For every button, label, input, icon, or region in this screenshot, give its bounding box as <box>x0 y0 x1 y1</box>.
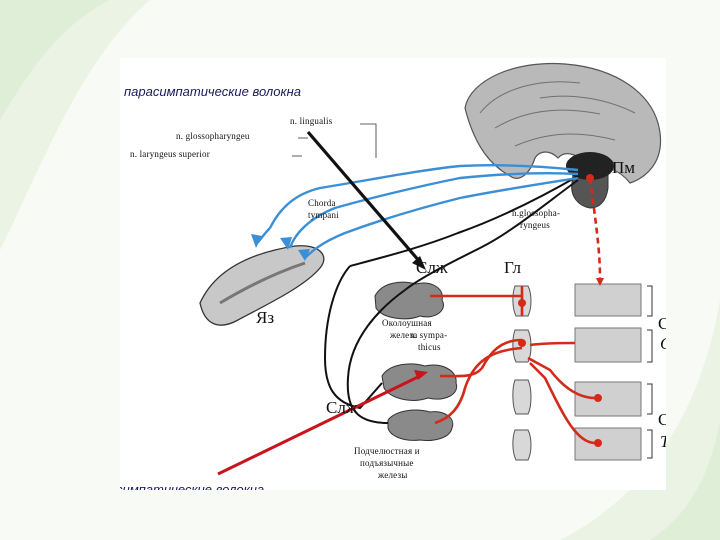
pointer-arrow-black <box>306 130 426 270</box>
label-n-laryngeus-superior: n. laryngeus superior <box>130 149 210 159</box>
spinal-cord-segments <box>574 283 642 461</box>
innervation-diagram <box>199 62 662 476</box>
sublingual-gland <box>387 409 454 441</box>
diagram-panel: парасимпатические волокна симпатические … <box>120 58 666 490</box>
nerve-pathways-black <box>323 175 579 424</box>
label-n-glossopharyngeus-2b: ryngeus <box>520 220 550 230</box>
label-n-glossopharyngeus: n. glossopharyngeu <box>176 131 250 141</box>
label-gl: Гл <box>504 258 522 277</box>
label-chorda: Chorda <box>308 198 336 208</box>
submandibular-gland <box>381 363 458 401</box>
label-c-segment: C <box>660 334 666 354</box>
label-sm-2: См <box>658 410 666 429</box>
label-submand-3: железы <box>378 470 408 480</box>
label-n-glossopharyngeus-2a: n.glossopha- <box>512 208 561 218</box>
label-submand-1: Подчелюстная и <box>354 446 420 456</box>
sympathetic-pathways <box>430 177 602 445</box>
label-n-lingualis: n. lingualis <box>290 116 333 126</box>
label-n-sympathicus-2: thicus <box>418 342 441 352</box>
label-parotid-1: Околоушная <box>382 318 432 328</box>
label-sm-1: См <box>658 314 666 333</box>
caption-parasympathetic: парасимпатические волокна <box>124 84 301 99</box>
parotid-gland <box>374 281 444 320</box>
label-pm: Пм <box>612 158 636 177</box>
tongue <box>199 245 325 326</box>
label-th-segment: Th <box>660 432 666 452</box>
label-slzh-top: Слж <box>416 258 448 277</box>
label-yaz: Яз <box>256 308 275 327</box>
label-n-sympathicus-1: n. sympa- <box>410 330 448 340</box>
label-tympani: tympani <box>308 210 339 220</box>
label-submand-2: подъязычные <box>360 458 414 468</box>
caption-sympathetic: симпатические волокна <box>120 482 265 490</box>
label-slzh-bottom: Слж <box>326 398 358 417</box>
parasympathetic-pathways <box>254 164 579 259</box>
label-parotid-2: железа <box>390 330 418 340</box>
pointer-arrow-red <box>217 370 428 476</box>
